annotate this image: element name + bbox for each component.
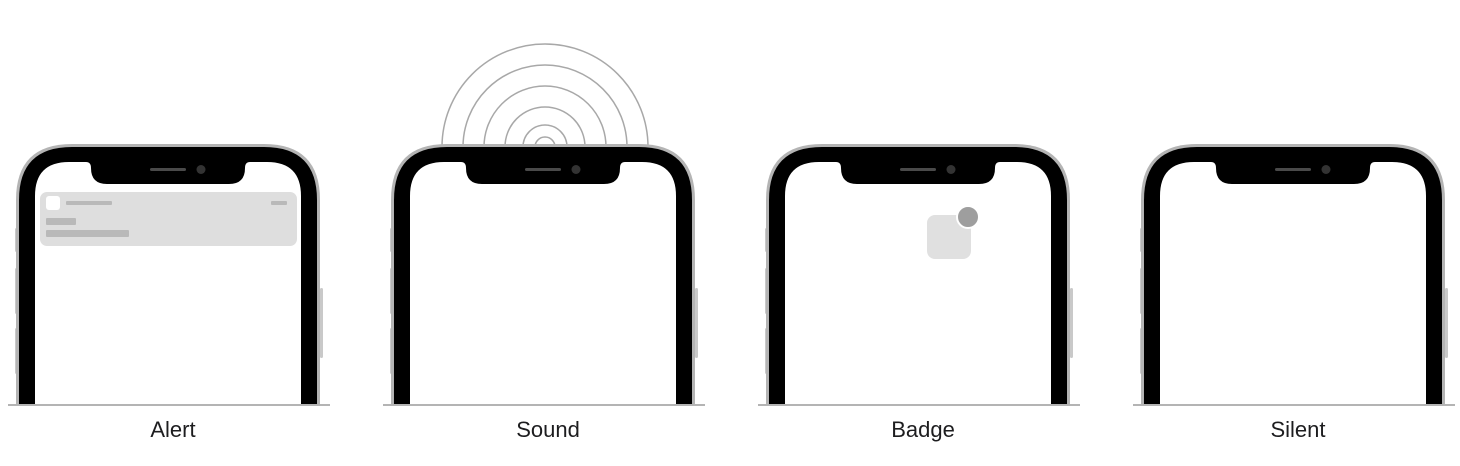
baseline xyxy=(383,404,705,406)
notification-banner xyxy=(40,192,297,246)
sound-wave-3 xyxy=(483,85,607,148)
panel-silent: Silent xyxy=(1133,0,1460,466)
baseline xyxy=(8,404,330,406)
panel-badge: Badge xyxy=(758,0,1088,466)
phone-illustration-alert xyxy=(8,144,330,406)
phone-illustration-badge xyxy=(758,144,1080,406)
front-camera xyxy=(196,165,206,174)
phone-illustration-silent xyxy=(1133,144,1455,406)
app-badge-icon xyxy=(927,205,980,259)
speaker-grille xyxy=(525,168,561,171)
panel-label-silent: Silent xyxy=(1270,417,1326,442)
front-camera xyxy=(946,165,956,174)
baseline xyxy=(1133,404,1455,406)
notification-app-icon xyxy=(46,196,60,210)
notification-banner-icon xyxy=(40,192,297,246)
sound-wave-1 xyxy=(522,124,568,148)
side-button-power xyxy=(695,288,698,358)
notification-title-line xyxy=(46,218,76,225)
panel-label-sound: Sound xyxy=(516,417,580,442)
phone-illustration-sound xyxy=(383,43,705,406)
app-icon xyxy=(927,215,971,259)
panel-label-alert: Alert xyxy=(150,417,196,442)
panel-label-badge: Badge xyxy=(891,417,955,442)
front-camera xyxy=(571,165,581,174)
sound-wave-4 xyxy=(462,64,628,148)
badge-dot xyxy=(956,205,980,229)
notification-body-line xyxy=(46,230,129,237)
phone-screen xyxy=(410,162,676,405)
panel-sound: Sound xyxy=(383,0,713,466)
speaker-grille xyxy=(150,168,186,171)
notification-time-line xyxy=(271,201,287,205)
baseline xyxy=(758,404,1080,406)
sound-wave-inner xyxy=(534,136,556,148)
side-button-power xyxy=(1445,288,1448,358)
notification-app-name-line xyxy=(66,201,112,205)
side-button-power xyxy=(320,288,323,358)
sound-wave-2 xyxy=(504,106,586,148)
sound-waves-icon xyxy=(441,43,649,148)
side-button-power xyxy=(1070,288,1073,358)
front-camera xyxy=(1321,165,1331,174)
speaker-grille xyxy=(1275,168,1311,171)
speaker-grille xyxy=(900,168,936,171)
panel-alert: Alert xyxy=(8,0,338,466)
phone-screen xyxy=(1160,162,1426,405)
phone-screen xyxy=(785,162,1051,405)
sound-wave-outer xyxy=(441,43,649,148)
